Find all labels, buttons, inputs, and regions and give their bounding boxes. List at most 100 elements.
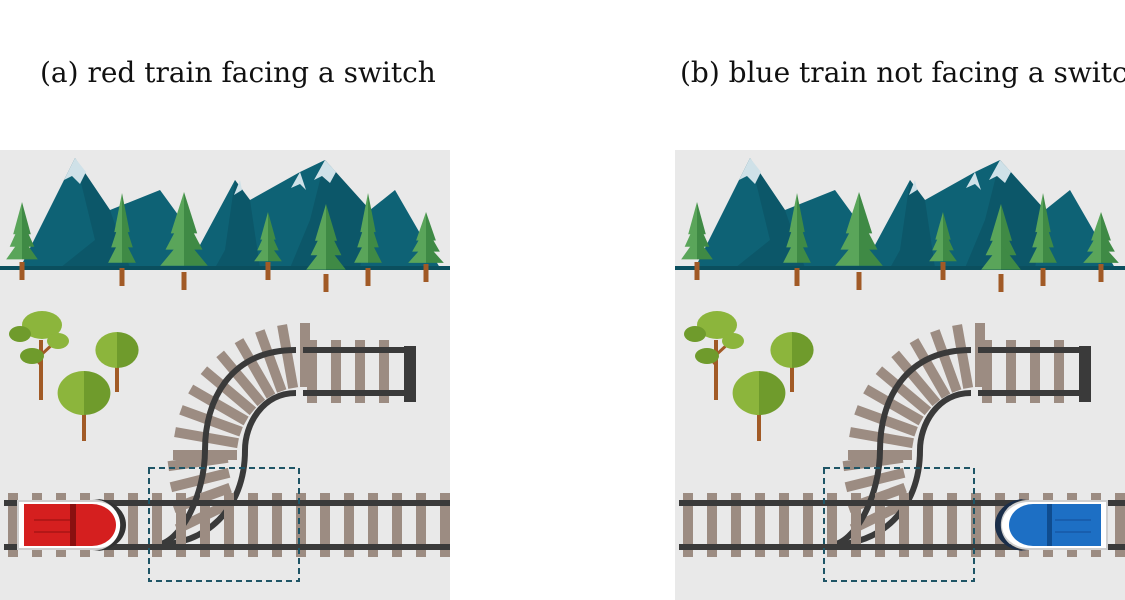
sleeper: [392, 493, 402, 557]
sleeper: [863, 384, 924, 426]
buffer-stop: [404, 346, 416, 402]
sleeper: [1030, 340, 1040, 403]
pine-tree: [6, 202, 38, 280]
buffer-stop: [1079, 346, 1091, 402]
sleeper: [307, 340, 317, 403]
branch-track: [829, 323, 985, 548]
sleeper: [731, 493, 741, 557]
switch-highlight-box: [148, 467, 300, 582]
sleeper: [379, 340, 389, 403]
pine-tree: [408, 212, 444, 282]
sleeper: [216, 350, 266, 407]
sleeper: [909, 338, 951, 399]
snow-cap: [314, 160, 336, 183]
snow-cap: [989, 160, 1011, 183]
sleeper: [248, 493, 258, 557]
railway-scene: [0, 150, 450, 600]
sleeper: [707, 493, 717, 557]
sleeper: [200, 366, 257, 416]
sleeper: [683, 493, 693, 557]
pine-tree: [354, 193, 382, 286]
tree-cluster: [684, 311, 814, 441]
pine-tree: [929, 212, 957, 280]
sleeper: [176, 493, 186, 557]
sleeper: [344, 493, 354, 557]
caption-b: (b) blue train not facing a switch: [680, 56, 1125, 89]
round-tree: [57, 371, 111, 441]
straight-track: [303, 340, 408, 403]
caption-a: (a) red train facing a switch: [40, 56, 436, 89]
sleeper: [875, 493, 885, 557]
snow-cap: [966, 172, 981, 190]
sleeper: [1054, 340, 1064, 403]
rail: [829, 390, 972, 548]
scene-panel-b: [675, 150, 1125, 600]
sleeper: [440, 493, 450, 557]
sleeper: [179, 405, 243, 437]
pine-row: [681, 192, 1119, 292]
straight-track: [978, 340, 1083, 403]
round-tree: [95, 332, 139, 392]
sleeper: [331, 340, 341, 403]
blue-train: [995, 499, 1108, 551]
sleeper: [128, 493, 138, 557]
sleeper: [755, 493, 765, 557]
sleeper: [200, 493, 210, 557]
sleeper: [891, 350, 941, 407]
switch-highlight-box: [823, 467, 975, 582]
pine-tree: [254, 212, 282, 280]
sleeper: [234, 338, 276, 399]
rail: [303, 347, 408, 353]
sleeper: [272, 493, 282, 557]
sleeper: [851, 493, 861, 557]
sleeper: [167, 452, 229, 472]
pine-tree: [835, 192, 883, 290]
sleeper: [875, 366, 932, 416]
sleeper: [277, 324, 299, 389]
snow-cap: [234, 180, 242, 195]
sleeper: [930, 329, 962, 393]
scene-panel-a: [0, 150, 450, 600]
sleeper: [982, 340, 992, 403]
sleeper: [1006, 340, 1016, 403]
snow-cap: [291, 172, 306, 190]
snow-cap: [909, 180, 917, 195]
snow-cap: [64, 158, 86, 184]
round-tree: [770, 332, 814, 392]
sleeper: [803, 493, 813, 557]
sleeper: [152, 493, 162, 557]
red-train: [17, 499, 126, 551]
pine-tree: [108, 193, 136, 286]
sleeper: [842, 452, 904, 472]
sleeper: [355, 340, 365, 403]
rail: [978, 347, 1083, 353]
pine-tree: [1083, 212, 1119, 282]
sleeper: [779, 493, 789, 557]
sleeper: [923, 493, 933, 557]
rail: [303, 390, 408, 396]
railway-scene: [675, 150, 1125, 600]
sleeper: [188, 384, 249, 426]
sleeper: [1115, 493, 1125, 557]
round-tree: [732, 371, 786, 441]
sleeper: [8, 493, 18, 557]
rail: [978, 390, 1083, 396]
sleeper: [416, 493, 426, 557]
rail: [679, 544, 1125, 550]
straight-track: [4, 493, 450, 557]
sleeper: [255, 329, 287, 393]
sleeper: [827, 493, 837, 557]
sleeper: [296, 493, 306, 557]
sleeper: [971, 493, 981, 557]
sleeper: [368, 493, 378, 557]
sleeper: [952, 324, 974, 389]
rail: [4, 500, 450, 506]
rail: [4, 544, 450, 550]
rail: [154, 390, 297, 548]
snow-cap: [739, 158, 761, 184]
sleeper: [947, 493, 957, 557]
rail: [679, 500, 1125, 506]
tree-cluster: [9, 311, 139, 441]
sleeper: [854, 405, 918, 437]
sleeper: [899, 493, 909, 557]
